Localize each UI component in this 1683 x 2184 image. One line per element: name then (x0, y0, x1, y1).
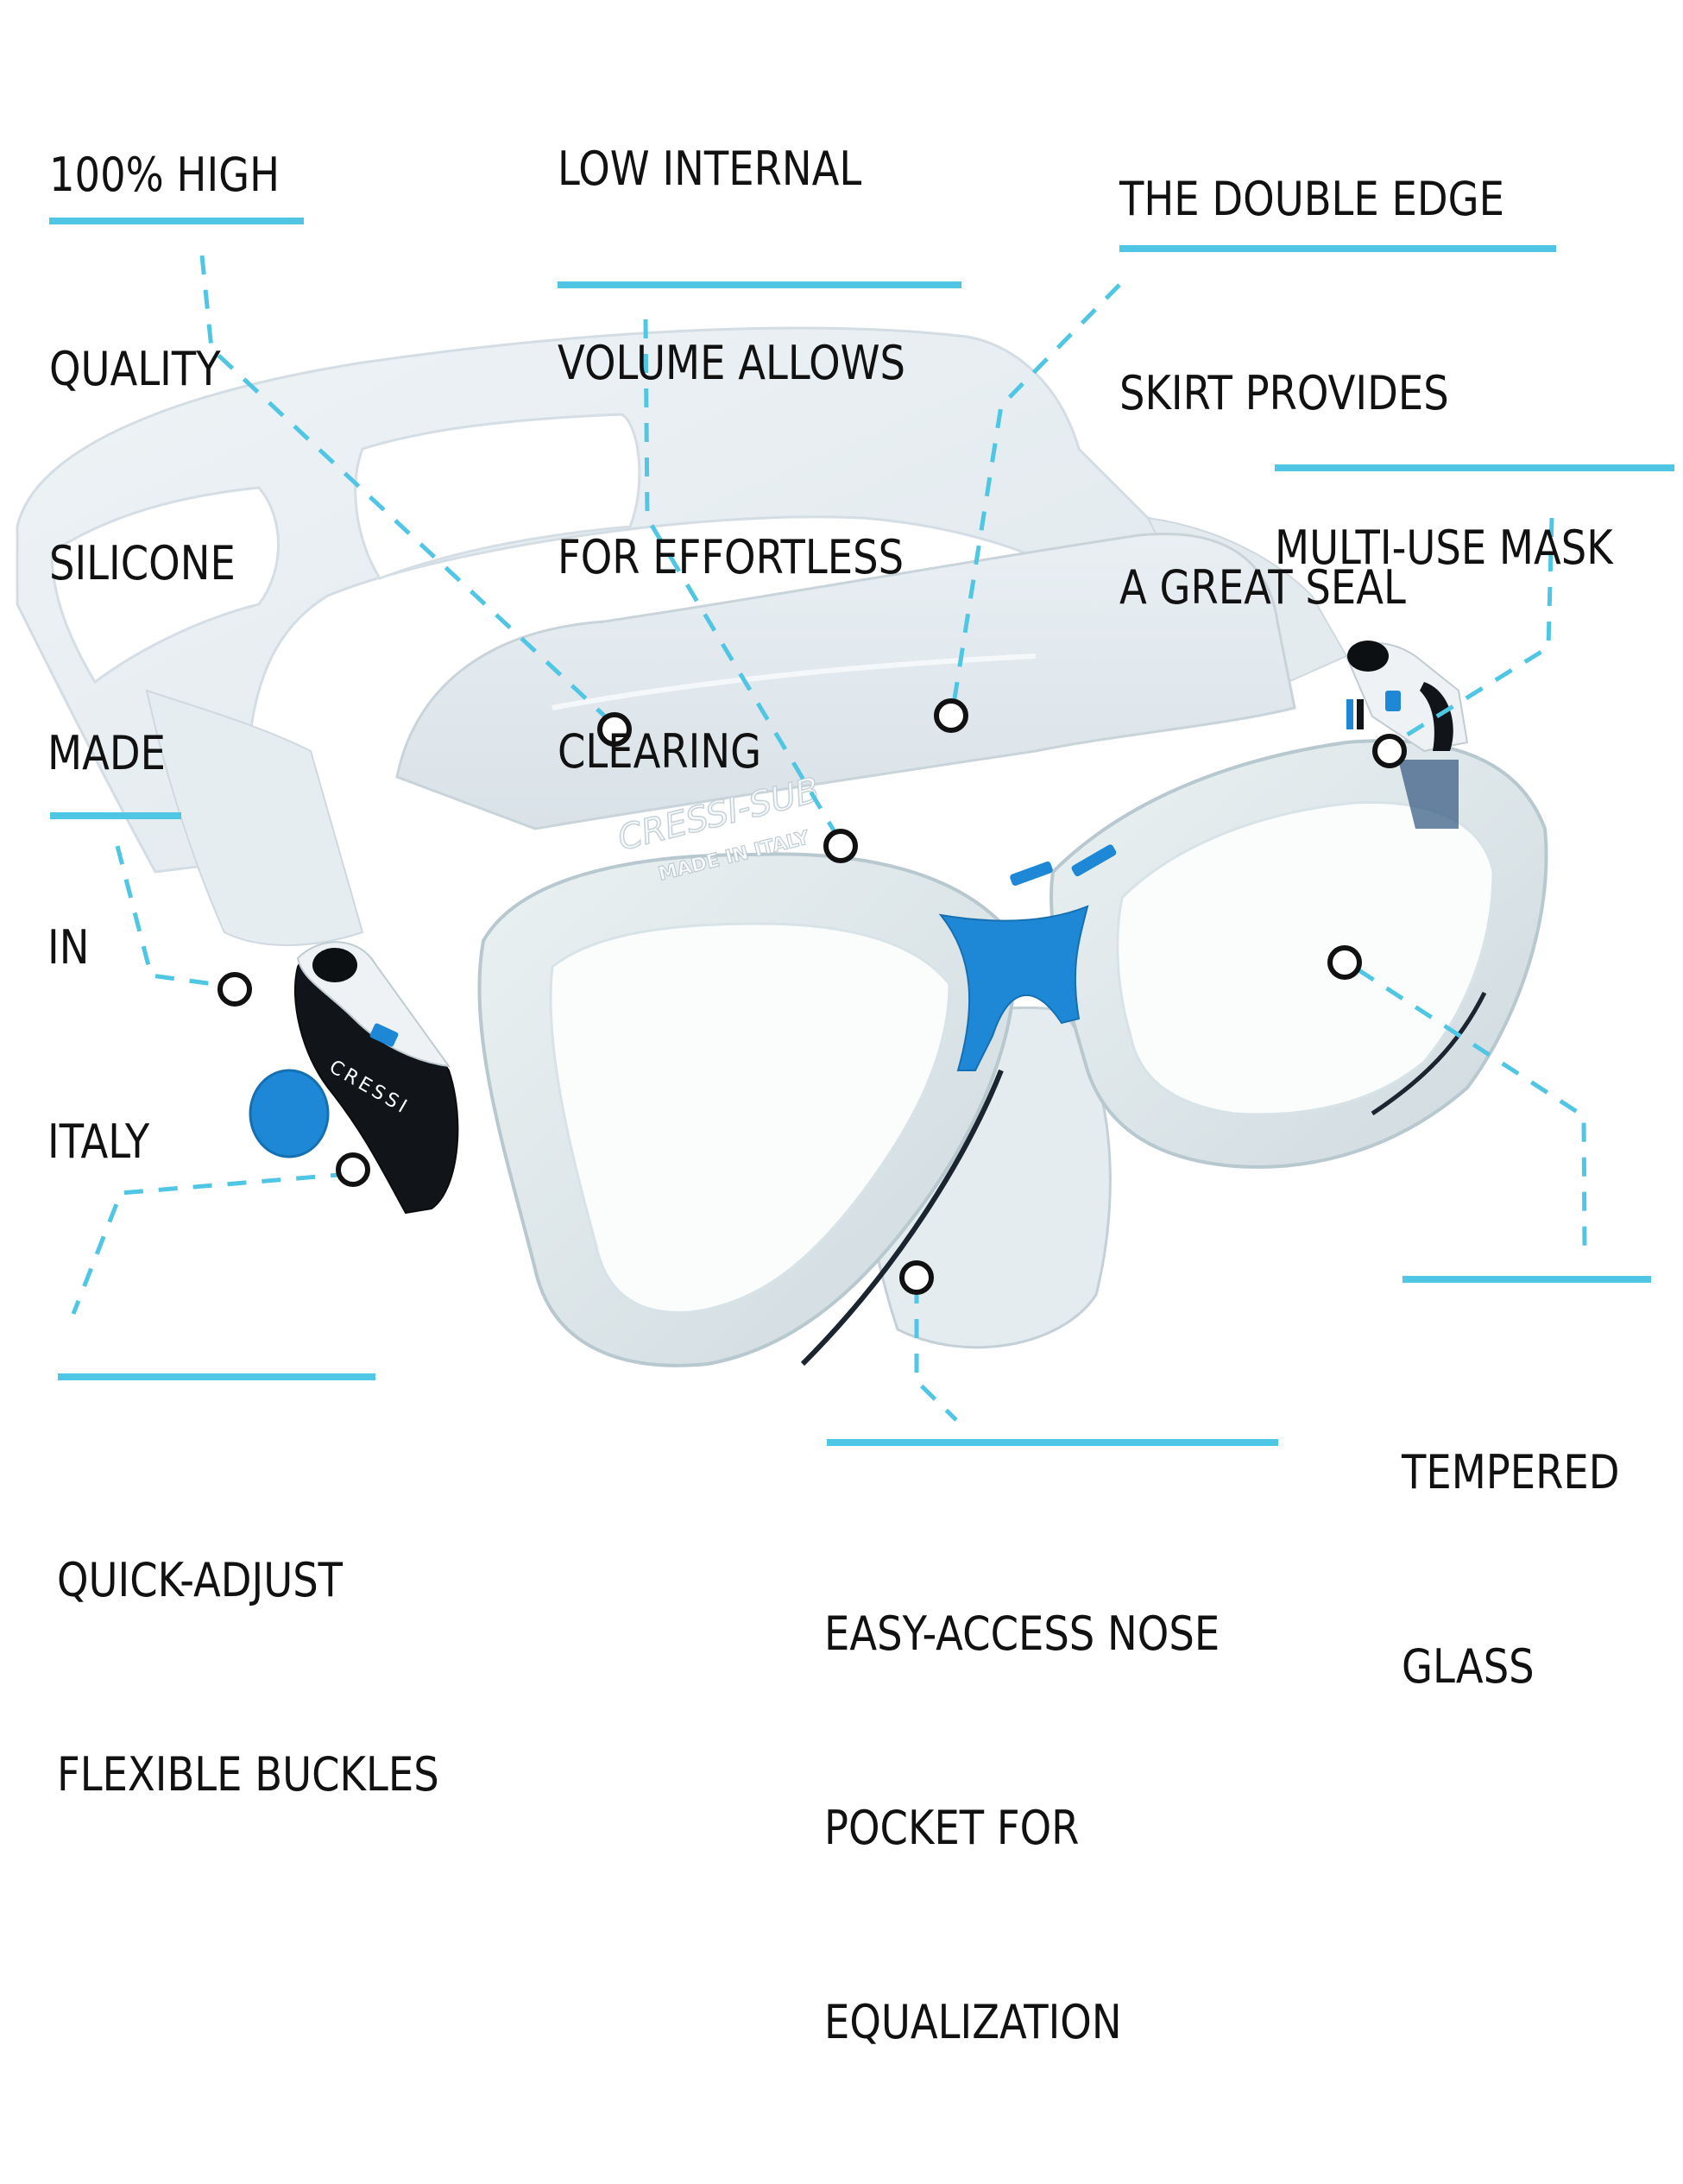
leader-line-silicone (199, 255, 619, 729)
callout-low-volume: LOW INTERNAL VOLUME ALLOWS FOR EFFORTLES… (558, 7, 905, 913)
callout-double-edge-skirt-line-3: A GREAT SEAL (1119, 560, 1406, 615)
marker-made-in-italy-icon (217, 972, 252, 1007)
callout-made-in-italy-line-3: ITALY (47, 1114, 150, 1169)
callout-buckles-line-1: QUICK-ADJUST (57, 1553, 344, 1607)
callout-nose-pocket-line-1: EASY-ACCESS NOSE (824, 1606, 1220, 1661)
callout-double-edge-skirt-rule (1119, 245, 1556, 252)
callout-made-in-italy-line-2: IN (47, 920, 90, 975)
callout-tempered-glass: TEMPERED GLASS (1402, 1310, 1620, 1828)
callout-made-in-italy-line-1: MADE (47, 726, 166, 780)
callout-low-volume-line-1: LOW INTERNAL (558, 142, 862, 196)
callout-multi-use-rule (1275, 464, 1674, 471)
callout-tempered-glass-line-2: GLASS (1402, 1639, 1535, 1694)
callout-markers (217, 698, 1407, 1295)
callout-buckles-rule (58, 1373, 375, 1380)
callout-low-volume-line-3: FOR EFFORTLESS (558, 530, 905, 584)
buckle-release-button (249, 1069, 330, 1158)
callout-made-in-italy-rule (50, 812, 181, 819)
callout-nose-pocket-rule (827, 1439, 1278, 1446)
nose-bridge (938, 905, 1089, 1071)
diving-mask-illustration: CRESSI-SUB MADE IN ITALY CRESSI (16, 255, 1587, 1422)
callout-silicone: 100% HIGH QUALITY SILICONE (49, 13, 280, 725)
leader-line-buckles (71, 1171, 350, 1315)
marker-multi-use-icon (1372, 734, 1407, 768)
leader-line-multi-use (1386, 517, 1554, 749)
callout-low-volume-line-2: VOLUME ALLOWS (558, 336, 906, 390)
callout-made-in-italy: MADE IN ITALY (47, 591, 166, 1303)
callout-multi-use: MULTI-USE MASK (1275, 386, 1613, 710)
product-infographic: CRESSI-SUB MADE IN ITALY CRESSI (16, 7, 1674, 2049)
callout-nose-pocket: EASY-ACCESS NOSE POCKET FOR EQUALIZATION (824, 1472, 1220, 2184)
callout-buckles-line-2: FLEXIBLE BUCKLES (57, 1747, 439, 1802)
leader-line-low-volume (643, 319, 844, 845)
leader-line-made-in-italy (115, 845, 234, 989)
leader-lines (71, 255, 1587, 1422)
callout-tempered-glass-rule (1402, 1276, 1651, 1283)
callout-double-edge-skirt: THE DOUBLE EDGE SKIRT PROVIDES A GREAT S… (1119, 37, 1504, 749)
marker-low-volume-icon (823, 829, 858, 863)
marker-nose-pocket-icon (899, 1260, 934, 1295)
marker-silicone-icon (597, 712, 632, 747)
callout-double-edge-skirt-line-2: SKIRT PROVIDES (1119, 366, 1449, 420)
callout-silicone-rule (49, 218, 304, 224)
callout-silicone-line-1: 100% HIGH (49, 148, 280, 202)
callout-low-volume-rule (558, 281, 961, 288)
right-buckle (1345, 641, 1469, 829)
callout-buckles: QUICK-ADJUST FLEXIBLE BUCKLES (57, 1418, 439, 1936)
leader-line-tempered-glass (1356, 967, 1587, 1251)
callout-nose-pocket-line-3: EQUALIZATION (824, 1995, 1122, 2049)
left-buckle: CRESSI (249, 941, 459, 1215)
callout-silicone-line-2: QUALITY (49, 342, 221, 396)
marker-tempered-glass-icon (1327, 945, 1362, 980)
marker-buckles-icon (336, 1152, 370, 1187)
callout-multi-use-line-1: MULTI-USE MASK (1275, 521, 1613, 575)
marker-double-edge-skirt-icon (934, 698, 968, 733)
callout-silicone-line-3: SILICONE (49, 536, 236, 590)
callout-double-edge-skirt-line-1: THE DOUBLE EDGE (1119, 172, 1504, 226)
callout-nose-pocket-line-2: POCKET FOR (824, 1801, 1080, 1855)
callout-low-volume-line-4: CLEARING (558, 724, 762, 779)
callout-tempered-glass-line-1: TEMPERED (1402, 1445, 1620, 1499)
